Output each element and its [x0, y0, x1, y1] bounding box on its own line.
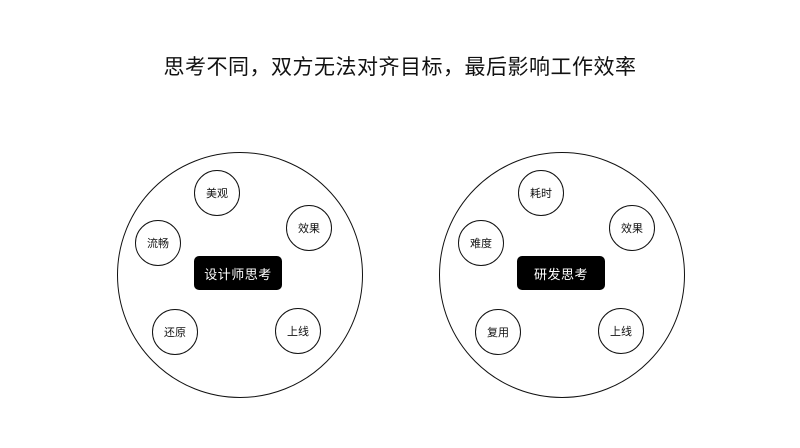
designer-node-restore: 还原	[152, 309, 198, 355]
designer-center-label: 设计师思考	[194, 256, 282, 290]
developer-node-launch: 上线	[598, 308, 644, 354]
designer-node-effect: 效果	[286, 205, 332, 251]
designer-outer-circle	[117, 152, 363, 398]
designer-node-aesthetics: 美观	[194, 170, 240, 216]
developer-node-time-cost: 耗时	[518, 170, 564, 216]
developer-node-reuse: 复用	[475, 309, 521, 355]
designer-node-launch: 上线	[275, 308, 321, 354]
developer-node-effect: 效果	[609, 205, 655, 251]
page-title: 思考不同，双方无法对齐目标，最后影响工作效率	[163, 55, 637, 79]
developer-center-label: 研发思考	[517, 256, 605, 290]
developer-outer-circle	[439, 152, 685, 398]
designer-node-fluency: 流畅	[135, 220, 181, 266]
developer-node-difficulty: 难度	[458, 220, 504, 266]
